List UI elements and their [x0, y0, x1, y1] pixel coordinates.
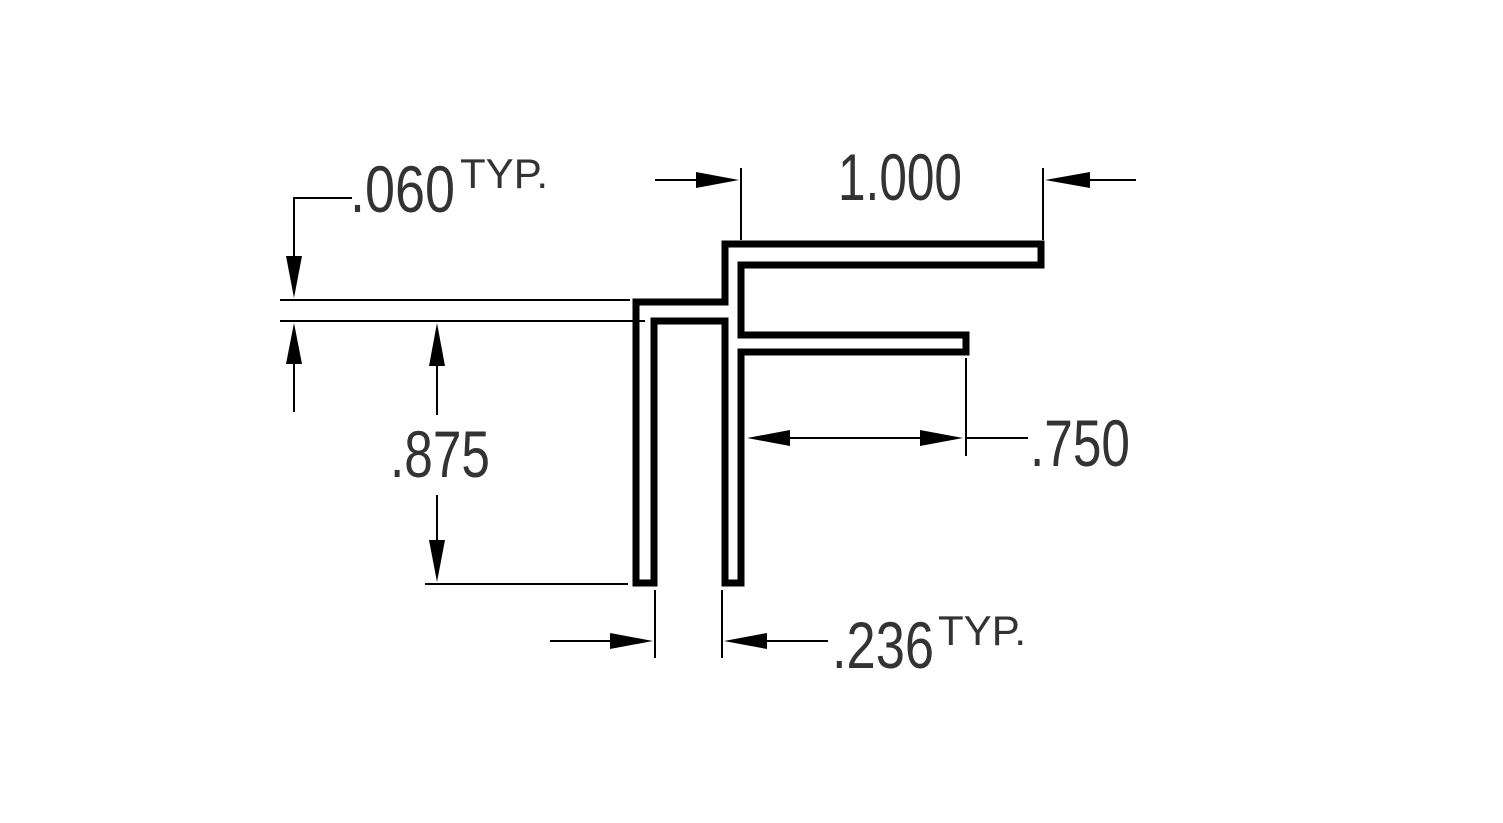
channel-gap-typ: TYP. — [938, 607, 1026, 654]
leg-height-value: .875 — [390, 417, 490, 491]
arrow-right-icon — [610, 633, 653, 649]
extrusion-profile-outline — [632, 240, 1045, 587]
arrow-left-icon — [724, 633, 767, 649]
arrow-left-icon — [747, 430, 790, 446]
channel-gap-dimension: .236 TYP. — [550, 590, 1026, 682]
arrow-down-icon — [429, 540, 445, 582]
arrow-up-icon — [429, 323, 445, 366]
leg-height-dimension: .875 — [390, 323, 628, 585]
arrow-left-icon — [1045, 172, 1090, 188]
arrow-up-icon — [286, 323, 302, 364]
leader-line — [293, 197, 352, 262]
top-flange-dimension: 1.000 — [655, 140, 1136, 240]
wall-thickness-dimension: .060 TYP. — [280, 150, 645, 412]
wall-thickness-value: .060 — [350, 152, 455, 226]
middle-flange-dimension: .750 — [747, 358, 1130, 480]
middle-flange-value: .750 — [1030, 406, 1130, 480]
top-flange-value: 1.000 — [838, 140, 962, 214]
channel-gap-value: .236 — [832, 608, 934, 682]
arrow-down-icon — [286, 256, 302, 298]
arrow-right-icon — [920, 430, 963, 446]
arrow-right-icon — [696, 172, 739, 188]
wall-thickness-typ: TYP. — [460, 150, 548, 197]
